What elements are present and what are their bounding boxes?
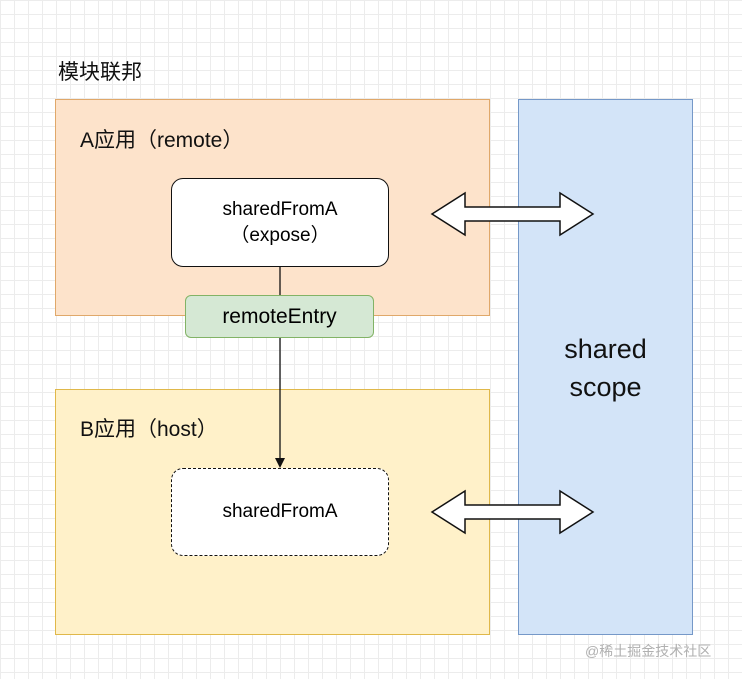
node-a-line2: （expose） (230, 224, 330, 246)
node-b-label: sharedFromA (222, 501, 338, 522)
shared-from-a-expose-node: sharedFromA （expose） (171, 178, 389, 267)
remote-entry-node: remoteEntry (185, 295, 374, 338)
app-b-label: B应用（host） (80, 418, 218, 441)
shared-from-a-host-node: sharedFromA (171, 468, 389, 556)
node-a-line1: sharedFromA (222, 198, 338, 220)
shared-scope-line1: shared (564, 334, 647, 364)
shared-scope-container (518, 99, 693, 635)
shared-scope-line2: scope (569, 372, 642, 402)
watermark: @稀土掘金技术社区 (585, 643, 712, 659)
double-arrow-b-icon (430, 489, 595, 535)
double-arrow-a-icon (430, 191, 595, 237)
shared-scope-label: shared scope (518, 330, 693, 406)
app-a-label: A应用（remote） (80, 129, 244, 152)
diagram-title: 模块联邦 (58, 61, 142, 84)
